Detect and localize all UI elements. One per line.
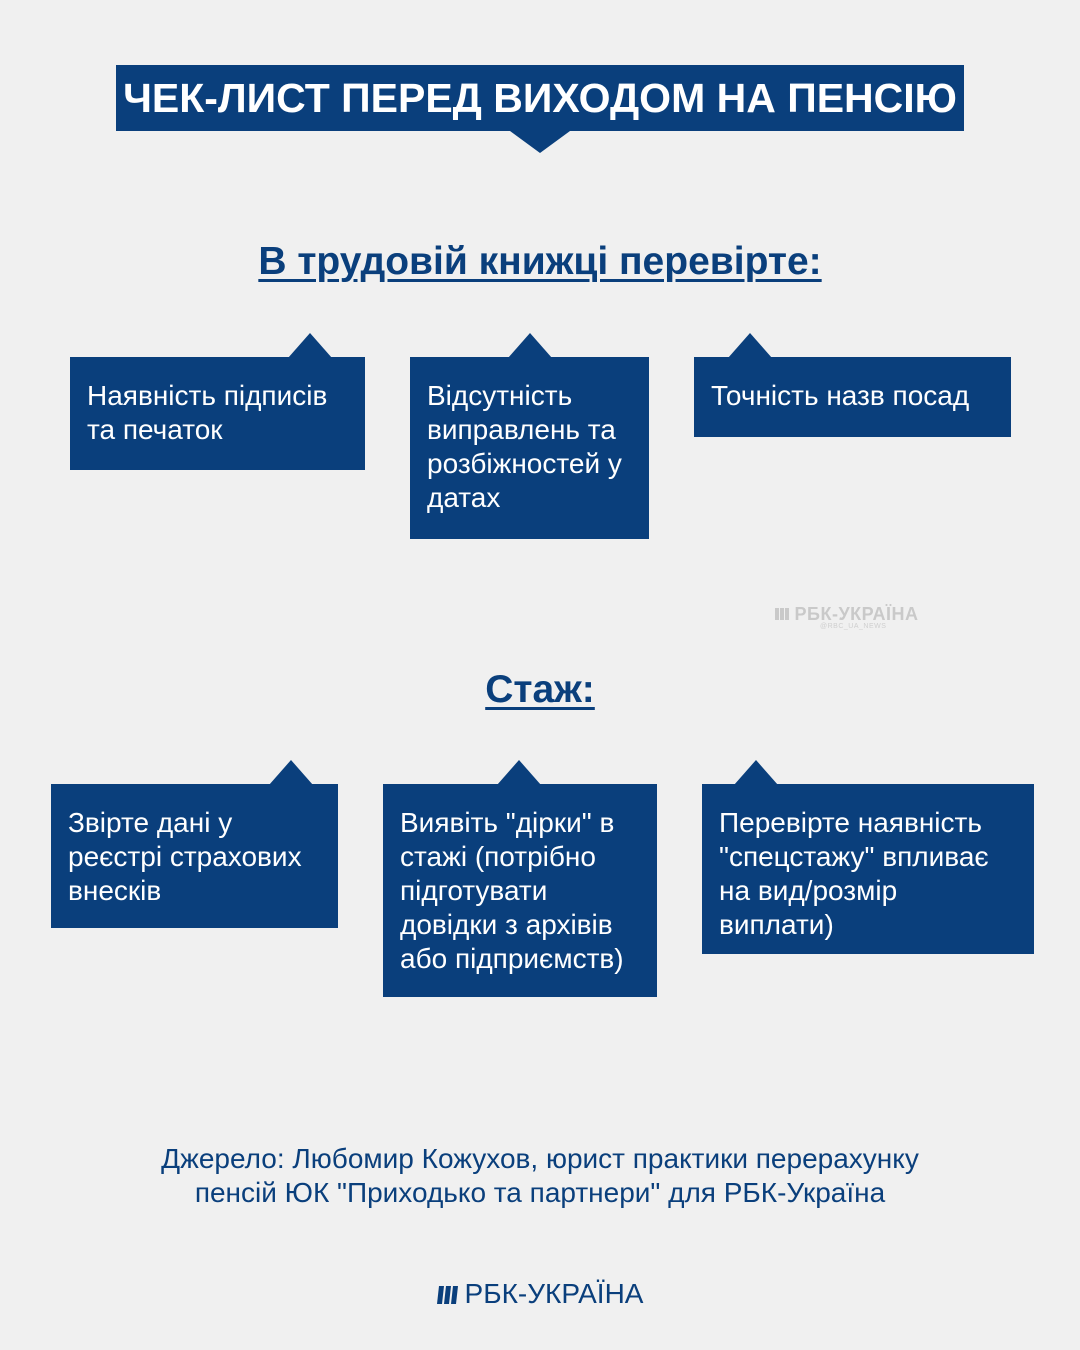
checklist-card-corrections: Відсутність виправлень та розбіжностей у… xyxy=(410,333,649,539)
card-notch xyxy=(728,333,772,358)
card-text: Перевірте наявність "спецстажу" впливає … xyxy=(719,807,989,940)
checklist-card-special-experience: Перевірте наявність "спецстажу" впливає … xyxy=(702,760,1034,954)
title-pointer-arrow xyxy=(510,131,570,153)
checklist-card-job-titles: Точність назв посад xyxy=(694,333,1011,437)
watermark-handle: @RBC_UA_NEWS xyxy=(820,623,887,630)
card-text: Наявність підписів та печаток xyxy=(87,380,328,445)
brand-name: РБК-УКРАЇНА xyxy=(464,1278,644,1309)
rbc-logo-icon xyxy=(436,1286,458,1304)
watermark: РБК-УКРАЇНА @RBC_UA_NEWS xyxy=(775,604,919,630)
card-notch xyxy=(508,333,552,358)
section-heading-experience: Стаж: xyxy=(485,668,595,711)
card-notch xyxy=(288,333,332,358)
page-title: ЧЕК-ЛИСТ ПЕРЕД ВИХОДОМ НА ПЕНСІЮ xyxy=(116,65,964,131)
checklist-card-insurance-registry: Звірте дані у реєстрі страхових внесків xyxy=(51,760,338,928)
watermark-logo: РБК-УКРАЇНА xyxy=(775,604,919,624)
section-heading-labor-book: В трудовій книжці перевірте: xyxy=(258,240,822,283)
card-text: Виявіть "дірки" в стажі (потрібно підгот… xyxy=(400,807,624,974)
brand-logo: РБК-УКРАЇНА xyxy=(0,1278,1080,1310)
card-notch xyxy=(497,760,541,785)
card-notch xyxy=(269,760,313,785)
card-text: Звірте дані у реєстрі страхових внесків xyxy=(68,807,302,906)
source-line-1: Джерело: Любомир Кожухов, юрист практики… xyxy=(161,1143,919,1174)
checklist-card-gaps: Виявіть "дірки" в стажі (потрібно підгот… xyxy=(383,760,657,997)
page-title-text: ЧЕК-ЛИСТ ПЕРЕД ВИХОДОМ НА ПЕНСІЮ xyxy=(123,74,957,121)
rbc-logo-icon xyxy=(775,608,789,620)
source-line-2: пенсій ЮК "Приходько та партнери" для РБ… xyxy=(194,1177,886,1208)
checklist-card-signatures: Наявність підписів та печаток xyxy=(70,333,365,470)
source-note: Джерело: Любомир Кожухов, юрист практики… xyxy=(0,1142,1080,1210)
card-notch xyxy=(734,760,778,785)
card-text: Точність назв посад xyxy=(711,380,970,411)
card-text: Відсутність виправлень та розбіжностей у… xyxy=(427,380,622,513)
